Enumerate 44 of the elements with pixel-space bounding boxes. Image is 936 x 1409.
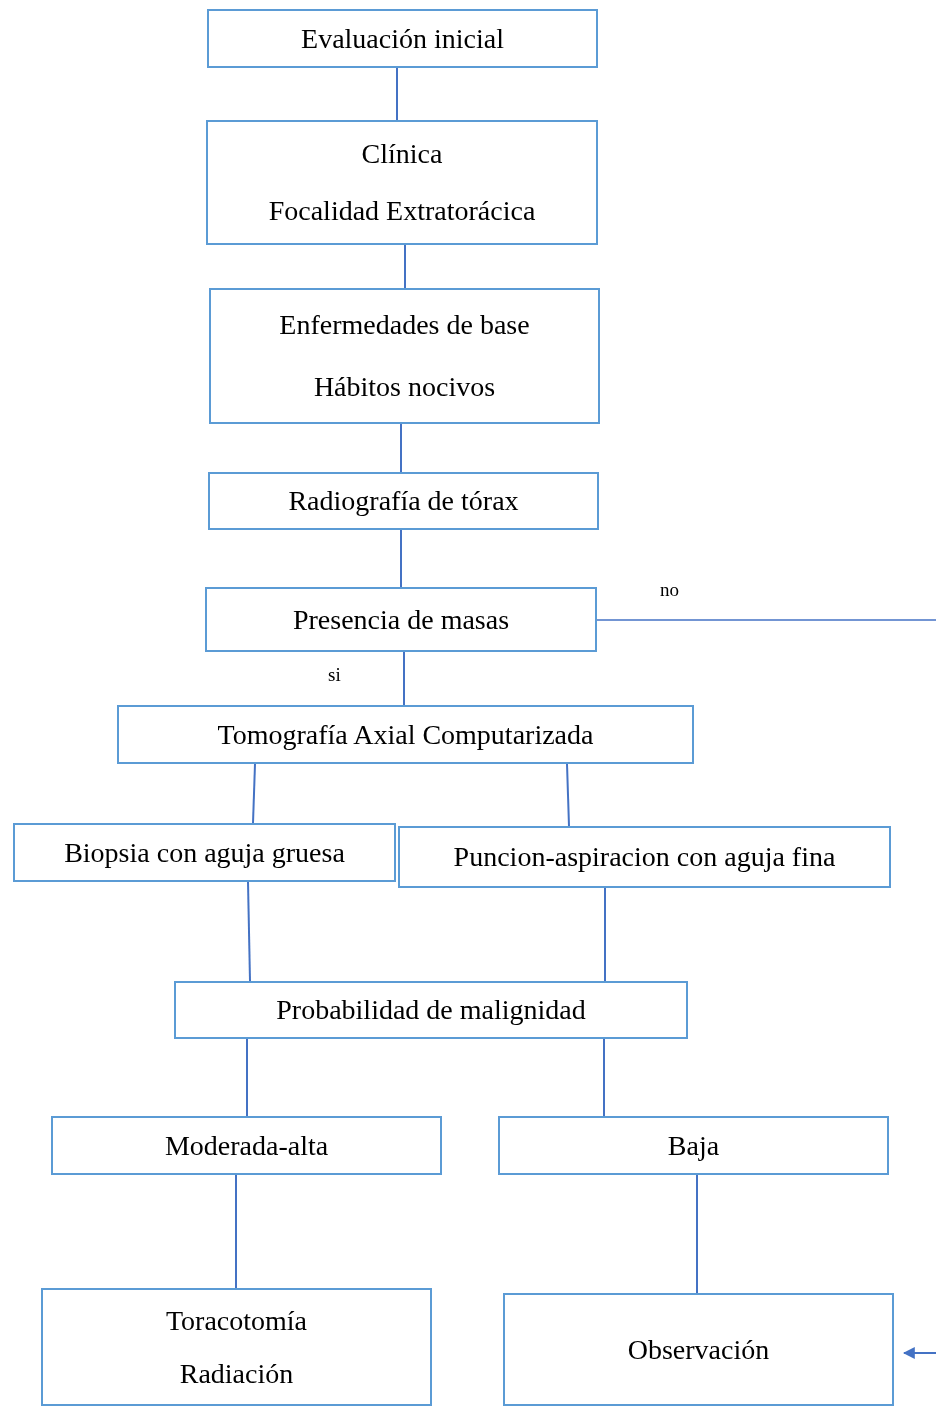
process-box [207, 9, 598, 68]
arrow [902, 1347, 936, 1359]
connector-line [566, 763, 570, 827]
box-text: Tomografía Axial Computarizada [217, 718, 594, 751]
connector-line [235, 1174, 237, 1289]
connector-line [252, 763, 256, 824]
box-text: Moderada-alta [164, 1129, 329, 1162]
process-box [174, 981, 688, 1039]
connector-line [596, 619, 936, 621]
box-text: Enfermedades de base [279, 309, 530, 341]
connector-line [403, 651, 405, 706]
box-text: Clínica [361, 138, 443, 171]
process-box [13, 823, 396, 882]
connector-line [604, 887, 606, 982]
box-text: Evaluación inicial [301, 22, 504, 55]
box-text: Observación [627, 1333, 770, 1366]
box-text: Biopsia con aguja gruesa [64, 836, 345, 869]
connector-line [247, 881, 251, 982]
process-box [51, 1116, 442, 1175]
process-box [503, 1293, 894, 1406]
connector-line [400, 423, 402, 473]
connector-line [246, 1038, 248, 1117]
process-box [208, 472, 599, 530]
process-box [41, 1288, 432, 1406]
process-box [206, 120, 598, 245]
box-text: Radiación [179, 1357, 294, 1390]
connector-line [404, 244, 406, 289]
process-box [398, 826, 891, 888]
box-text: Baja [667, 1129, 720, 1162]
box-text: Puncion-aspiracion con aguja fina [453, 841, 836, 873]
box-text: Radiografía de tórax [288, 485, 519, 517]
connector-line [400, 529, 402, 588]
process-box [498, 1116, 889, 1175]
box-text: Hábitos nocivos [313, 371, 496, 403]
process-box [117, 705, 694, 764]
connector-line [603, 1038, 605, 1117]
connector-line [396, 67, 398, 121]
box-text: Presencia de masas [292, 603, 510, 636]
box-text: Focalidad Extratorácica [268, 194, 536, 227]
box-text: Toracotomía [165, 1304, 308, 1337]
box-text: Probabilidad de malignidad [276, 994, 586, 1026]
process-box [205, 587, 597, 652]
connector-line [696, 1174, 698, 1294]
process-box [209, 288, 600, 424]
